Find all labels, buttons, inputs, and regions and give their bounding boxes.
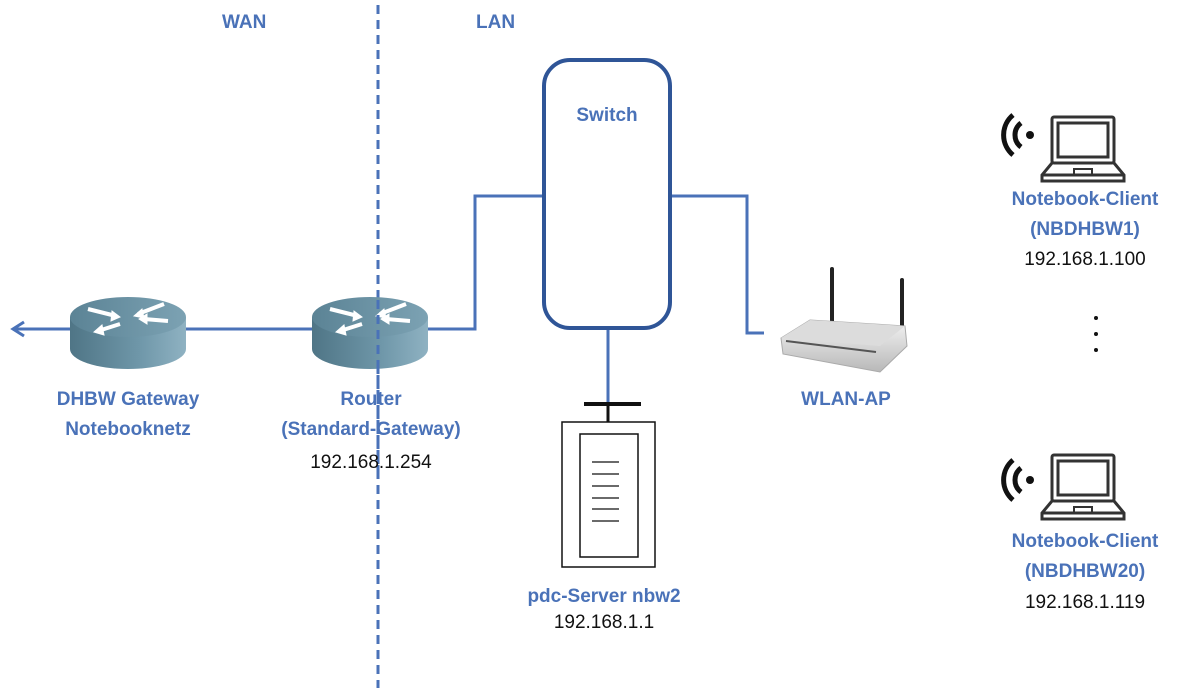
client20-ip: 192.168.1.119 (1024, 592, 1146, 613)
wifi-signal-icon (1001, 458, 1034, 502)
client20-label: Notebook-Client (NBDHBW20) (1012, 527, 1159, 587)
server-ip: 192.168.1.1 (553, 612, 655, 633)
gateway-router-icon[interactable] (70, 297, 186, 369)
switch-box[interactable] (542, 58, 672, 330)
client1-ip: 192.168.1.100 (1024, 249, 1146, 270)
gateway-name-line1: DHBW Gateway (56, 389, 200, 410)
router-label: Router (Standard-Gateway) (281, 385, 460, 445)
client1-label: Notebook-Client (NBDHBW1) (1012, 185, 1159, 245)
wlan-ap-label: WLAN-AP (801, 389, 891, 410)
server-icon[interactable] (561, 402, 656, 568)
router-name-line2: (Standard-Gateway) (281, 419, 461, 440)
gateway-label: DHBW Gateway Notebooknetz (57, 385, 200, 445)
network-links (10, 194, 764, 402)
switch-label: Switch (576, 105, 638, 126)
zone-label-lan: LAN (476, 12, 516, 33)
zone-label-wan: WAN (222, 12, 267, 33)
laptop-icon[interactable] (1040, 115, 1126, 183)
client1-name-line1: Notebook-Client (1011, 189, 1159, 210)
gateway-name-line2: Notebooknetz (65, 419, 191, 440)
server-label: pdc-Server nbw2 (527, 586, 681, 607)
more-clients-ellipsis (1094, 316, 1098, 364)
wifi-signal-icon (1001, 113, 1034, 157)
client20-name-line1: Notebook-Client (1011, 531, 1159, 552)
link-switch-ap (670, 194, 764, 335)
router-icon[interactable] (312, 297, 428, 369)
client1-name-line2: (NBDHBW1) (1030, 219, 1140, 240)
wireless-access-point-icon[interactable] (780, 267, 908, 373)
arrow-head-icon (10, 320, 25, 338)
router-name-line1: Router (340, 389, 402, 410)
laptop-icon[interactable] (1040, 453, 1126, 521)
router-ip: 192.168.1.254 (310, 452, 432, 473)
client20-name-line2: (NBDHBW20) (1024, 561, 1146, 582)
link-router-switch (428, 194, 544, 331)
